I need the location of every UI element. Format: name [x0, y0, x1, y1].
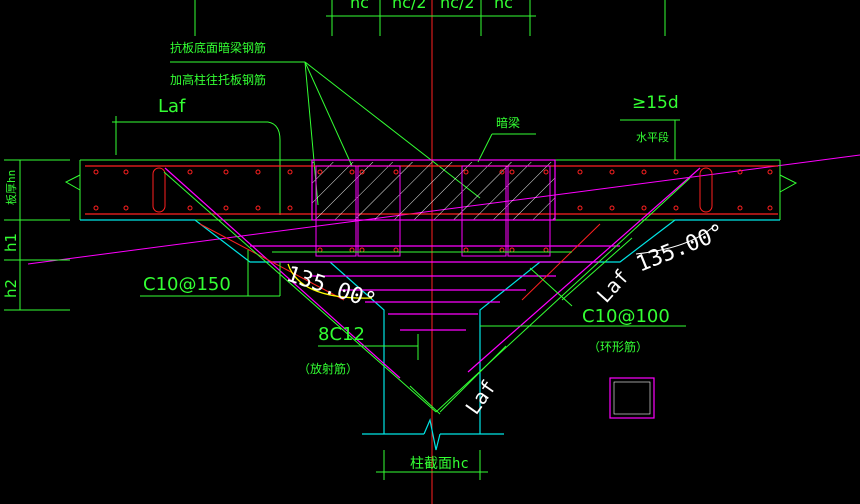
- column-section-label: 柱截面hc: [410, 456, 469, 472]
- column-section-dim: [376, 450, 488, 480]
- angle-arc-right: [635, 225, 715, 255]
- laf-top-left: Laf: [158, 96, 186, 117]
- anchor-15d: ≥15d: [632, 93, 679, 113]
- stirrup-c10-100: C10@100: [582, 306, 670, 327]
- top-dim-hc-left: hc: [350, 0, 369, 12]
- hidden-beam-outline: [311, 159, 556, 221]
- slab-rebar-dots: [93, 169, 773, 211]
- capital-diagonal-bars: [199, 223, 601, 301]
- top-dimension-chain: [194, 0, 666, 36]
- ring-rebar-note: （环形筋）: [588, 339, 648, 354]
- capital-rebars: [164, 167, 701, 379]
- note-support-rebar: 抗板底面暗梁钢筋: [170, 40, 266, 55]
- slab-stirrups: [152, 167, 713, 213]
- top-dim-hc2-left: hc/2: [392, 0, 427, 12]
- column-section-symbol: [609, 377, 655, 419]
- dim-h1-label: h1: [2, 233, 20, 252]
- radial-rebar-note: （放射筋）: [298, 361, 358, 376]
- top-dim-hc-right: hc: [494, 0, 513, 12]
- right-laf-dimension: [480, 237, 686, 327]
- stirrup-c10-150: C10@150: [143, 274, 231, 295]
- angle-arc-left: [287, 263, 373, 299]
- bottom-laf-dimension: [409, 345, 507, 415]
- slab-thickness-label: 板厚hn: [4, 170, 18, 205]
- horizontal-segment-label: 水平段: [636, 130, 669, 144]
- laf-bottom-label: Laf: [460, 376, 500, 419]
- hidden-beam-label: 暗梁: [496, 115, 520, 130]
- left-thickness-dims: [4, 159, 70, 311]
- laf-dimension-left: [112, 116, 281, 215]
- rebar-8c12: 8C12: [318, 324, 365, 345]
- laf-right-label: Laf: [592, 264, 634, 307]
- rebar-8c12-leader: [318, 334, 419, 360]
- top-dim-hc2-right: hc/2: [440, 0, 475, 12]
- angle-right-label: 135.00°: [633, 220, 728, 278]
- hidden-beam-hatch: [312, 162, 555, 220]
- hidden-beam-leader-diag: [477, 133, 493, 163]
- angle-left-label: 135.00°: [283, 262, 379, 314]
- dim-h2-label: h2: [2, 279, 20, 298]
- c10-150-dim: [140, 250, 281, 297]
- note-widened-rebar: 加高柱往托板钢筋: [170, 72, 266, 87]
- hidden-beam-stirrups: [315, 165, 551, 257]
